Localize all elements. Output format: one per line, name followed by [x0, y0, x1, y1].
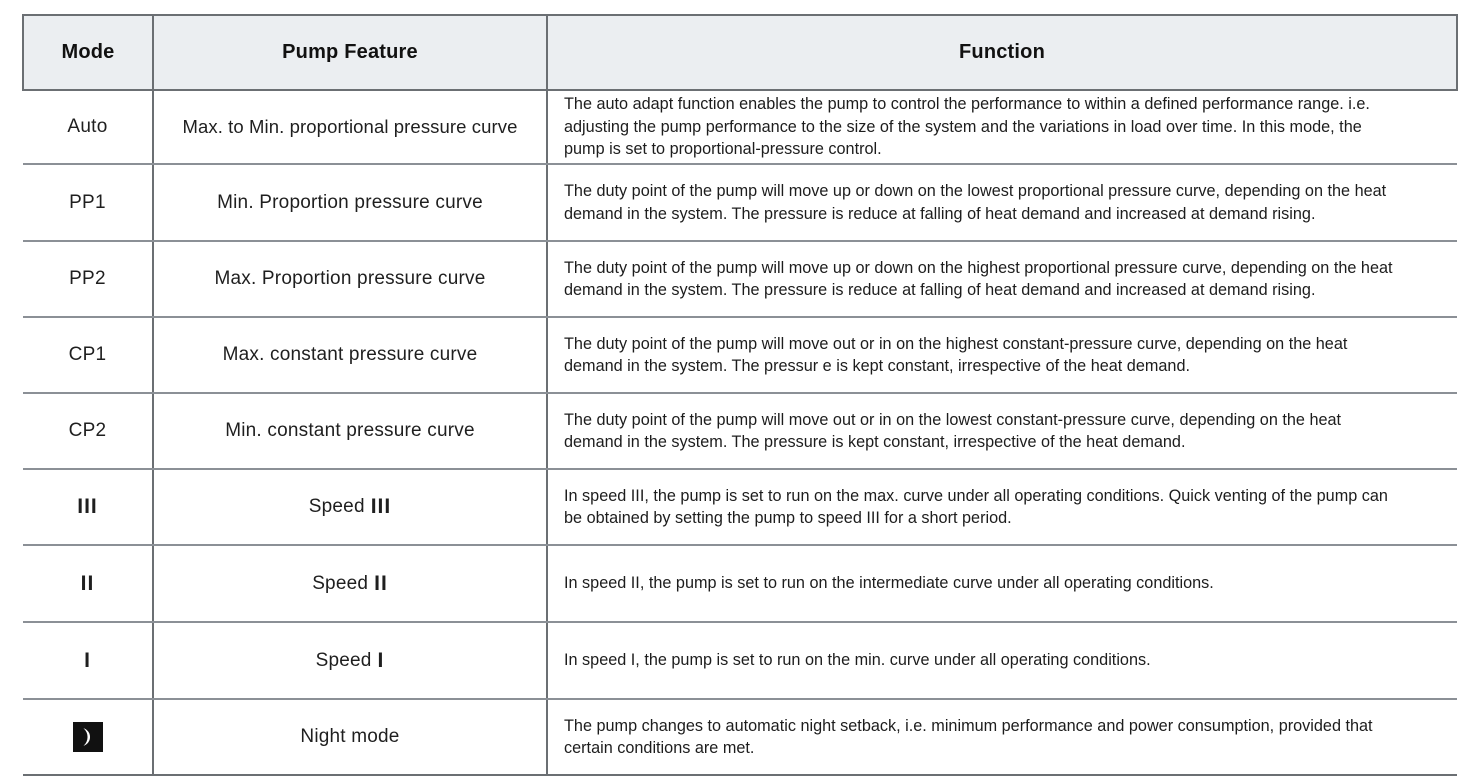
table-row: PP1 Min. Proportion pressure curve The d… — [23, 164, 1457, 242]
cell-mode: Auto — [23, 90, 153, 165]
roman-numeral-iii: III — [370, 495, 392, 518]
cell-pump-feature: Max. constant pressure curve — [152, 317, 547, 394]
function-text: In speed III, the pump is set to run on … — [564, 485, 1388, 527]
function-text: The duty point of the pump will move out… — [564, 333, 1348, 375]
roman-numeral-ii: II — [374, 571, 388, 595]
cell-function: The duty point of the pump will move out… — [546, 393, 1457, 470]
cell-mode: PP2 — [23, 241, 153, 318]
roman-numeral-i: I — [84, 648, 91, 672]
cell-mode: III — [23, 469, 153, 546]
cell-pump-feature: Max. to Min. proportional pressure curve — [152, 90, 547, 165]
cell-mode: II — [23, 545, 153, 623]
table-body: Auto Max. to Min. proportional pressure … — [23, 90, 1457, 776]
table-row: Auto Max. to Min. proportional pressure … — [23, 90, 1457, 165]
function-text: The auto adapt function enables the pump… — [564, 94, 1370, 159]
table-header: Mode Pump Feature Function — [22, 14, 1458, 91]
cell-pump-feature: Min. constant pressure curve — [152, 393, 547, 470]
roman-numeral-iii: III — [77, 495, 98, 518]
pump-mode-table-container: Mode Pump Feature Function Auto Max. to … — [22, 14, 1458, 776]
table-row: PP2 Max. Proportion pressure curve The d… — [23, 241, 1457, 318]
speed-label: Speed — [308, 496, 365, 517]
header-row: Mode Pump Feature Function — [22, 14, 1458, 91]
function-text: In speed II, the pump is set to run on t… — [564, 573, 1214, 593]
table-row: Night mode The pump changes to automatic… — [23, 699, 1457, 776]
cell-function: In speed III, the pump is set to run on … — [546, 469, 1457, 546]
cell-function: The duty point of the pump will move up … — [546, 164, 1457, 242]
function-text: The pump changes to automatic night setb… — [564, 715, 1373, 757]
cell-mode: PP1 — [23, 164, 153, 242]
function-text: In speed I, the pump is set to run on th… — [564, 650, 1151, 670]
night-mode-moon-icon — [72, 722, 103, 752]
column-header-mode: Mode — [22, 14, 153, 91]
cell-mode: I — [23, 622, 153, 700]
cell-pump-feature: Max. Proportion pressure curve — [152, 241, 547, 318]
cell-function: The duty point of the pump will move out… — [546, 317, 1457, 394]
speed-label: Speed — [315, 649, 372, 671]
cell-mode: CP2 — [23, 393, 153, 470]
cell-function: In speed II, the pump is set to run on t… — [546, 545, 1457, 623]
column-header-function: Function — [546, 14, 1458, 91]
cell-function: The auto adapt function enables the pump… — [546, 90, 1457, 165]
roman-numeral-i: I — [377, 648, 385, 672]
table-row: CP2 Min. constant pressure curve The dut… — [23, 393, 1457, 470]
function-text: The duty point of the pump will move up … — [564, 181, 1387, 223]
table-row: CP1 Max. constant pressure curve The dut… — [23, 317, 1457, 394]
roman-numeral-ii: II — [80, 571, 95, 595]
function-text: The duty point of the pump will move out… — [564, 409, 1342, 451]
pump-mode-table: Mode Pump Feature Function Auto Max. to … — [22, 14, 1458, 776]
column-header-pump-feature: Pump Feature — [152, 14, 547, 91]
cell-pump-feature: Night mode — [152, 699, 547, 776]
cell-mode: CP1 — [23, 317, 153, 394]
cell-function: The pump changes to automatic night setb… — [546, 699, 1457, 776]
cell-function: In speed I, the pump is set to run on th… — [546, 622, 1457, 700]
cell-mode — [23, 699, 153, 776]
speed-label: Speed — [312, 572, 369, 594]
cell-pump-feature: Min. Proportion pressure curve — [152, 164, 547, 242]
function-text: The duty point of the pump will move up … — [564, 257, 1393, 299]
cell-function: The duty point of the pump will move up … — [546, 241, 1457, 318]
